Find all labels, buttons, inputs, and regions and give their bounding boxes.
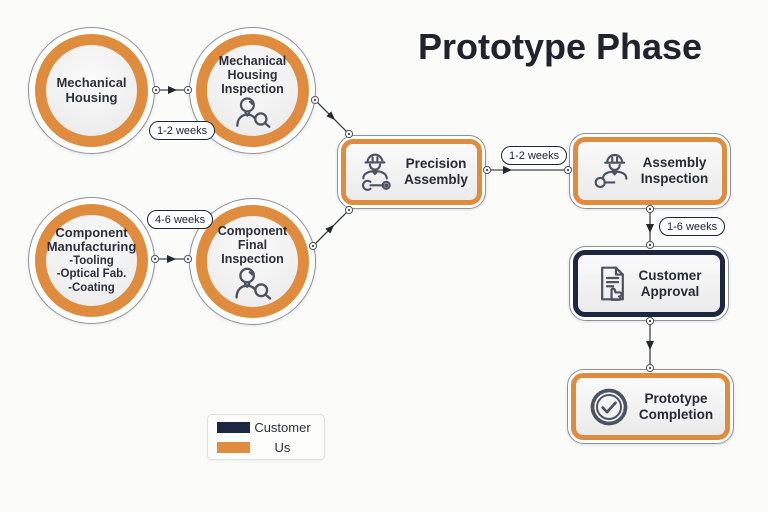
connector-final-inspection-to-assembly xyxy=(308,205,354,251)
label-line: Manufacturing xyxy=(46,239,137,255)
label-line: Mechanical xyxy=(56,74,127,90)
label-line: Final Inspection xyxy=(221,237,284,266)
node-label: Prototype Completion xyxy=(639,391,713,422)
duration-pill-assembly: 1-2 weeks xyxy=(501,146,568,165)
label-line: Component xyxy=(217,223,288,238)
node-label: Component Manufacturing xyxy=(46,224,137,255)
label-line: Inspection xyxy=(221,81,284,96)
seal-checkmark-icon xyxy=(588,386,630,428)
duration-pill-housing: 1-2 weeks xyxy=(149,121,216,140)
worker-wrench-icon xyxy=(355,152,395,192)
connector-housing-to-inspection xyxy=(151,85,193,95)
worker-magnifier-icon xyxy=(592,152,632,190)
label-line: Customer xyxy=(638,267,702,283)
legend-swatch-us xyxy=(217,441,250,453)
node-frame: Precision Assembly xyxy=(341,139,482,205)
node-label: Assembly Inspection xyxy=(641,155,709,186)
node-mechanical-housing: Mechanical Housing xyxy=(28,27,155,154)
label-line: -Tooling xyxy=(69,254,114,267)
node-label: Mechanical Housing xyxy=(56,74,127,105)
label-line: Housing xyxy=(227,67,278,82)
label-line: Component xyxy=(55,224,128,240)
legend-item-customer: Customer xyxy=(217,420,315,435)
label-line: Assembly xyxy=(642,155,707,171)
duration-pill-manufacturing: 4-6 weeks xyxy=(147,210,214,229)
legend: Customer Us xyxy=(207,414,325,460)
label-line: Mechanical xyxy=(218,53,287,68)
connector-assembly-to-assembly-inspection xyxy=(482,165,573,175)
node-label: Precision Assembly xyxy=(404,156,468,187)
node-ring: Mechanical Housing xyxy=(35,34,148,147)
node-assembly-inspection: Assembly Inspection xyxy=(569,133,731,209)
duration-pill-approval: 1-6 weeks xyxy=(659,217,726,236)
document-thumbs-up-icon xyxy=(596,264,629,303)
label-line: -Optical Fab. xyxy=(56,268,127,281)
legend-item-us: Us xyxy=(217,440,315,455)
node-frame: Assembly Inspection xyxy=(573,137,727,205)
inspector-magnifier-icon xyxy=(231,267,275,300)
label-line: -Coating xyxy=(68,281,115,294)
node-label: Mechanical Housing Inspection xyxy=(219,54,286,96)
node-component-manufacturing: Component Manufacturing -Tooling -Optica… xyxy=(28,197,155,324)
node-frame: Prototype Completion xyxy=(571,373,730,440)
connector-manufacturing-to-final-inspection xyxy=(150,254,193,264)
node-label: Component Final Inspection xyxy=(207,224,298,266)
page-title: Prototype Phase xyxy=(418,26,703,67)
node-component-final-inspection: Component Final Inspection xyxy=(189,198,316,325)
connector-inspection-to-approval xyxy=(645,204,655,250)
legend-swatch-customer xyxy=(217,421,250,433)
node-ring: Component Final Inspection xyxy=(196,205,309,318)
inspector-magnifier-icon xyxy=(232,96,274,128)
label-line: Assembly xyxy=(404,172,468,187)
node-prototype-completion: Prototype Completion xyxy=(567,369,734,444)
node-label: Customer Approval xyxy=(638,268,701,299)
node-frame: Customer Approval xyxy=(573,250,725,317)
node-ring: Component Manufacturing -Tooling -Optica… xyxy=(35,204,148,317)
label-line: Completion xyxy=(638,406,714,422)
node-customer-approval: Customer Approval xyxy=(569,246,729,321)
label-line: Prototype xyxy=(644,390,708,406)
connector-inspection-to-assembly xyxy=(310,95,354,139)
legend-label-customer: Customer xyxy=(254,419,311,435)
label-line: Inspection xyxy=(640,171,709,186)
label-line: Precision xyxy=(405,156,467,172)
node-precision-assembly: Precision Assembly xyxy=(337,135,486,209)
label-line: Approval xyxy=(640,283,700,299)
label-line: Housing xyxy=(65,89,118,105)
node-sublabel: -Tooling -Optical Fab. -Coating xyxy=(57,255,127,296)
legend-label-us: Us xyxy=(274,439,291,455)
connector-approval-to-completion xyxy=(645,316,655,373)
